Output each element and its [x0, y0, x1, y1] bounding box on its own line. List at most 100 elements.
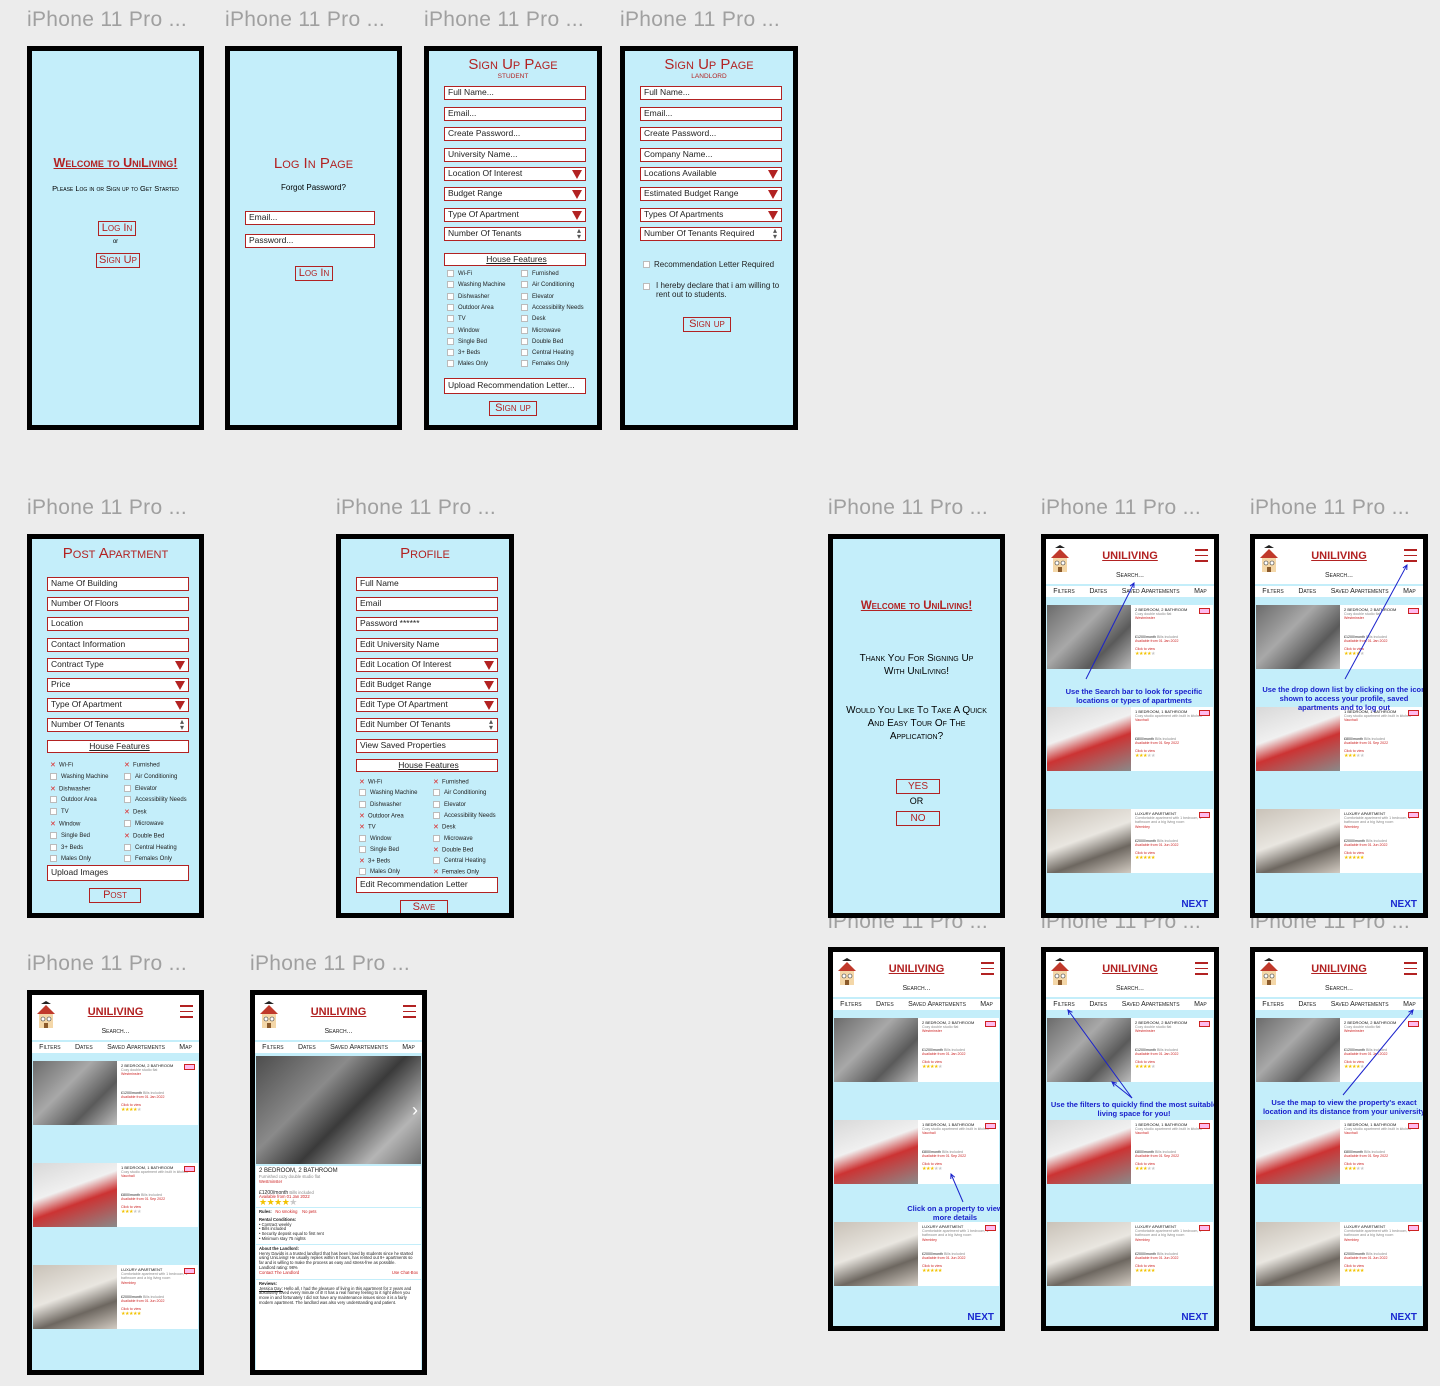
nav-map[interactable]: Map: [179, 1044, 192, 1051]
nav-filters[interactable]: Filters: [1053, 588, 1075, 595]
listing-view-link[interactable]: Click to view: [1344, 749, 1364, 754]
search-input[interactable]: Search...: [101, 1028, 130, 1035]
listing-view-link[interactable]: Click to view: [1344, 1264, 1364, 1269]
listing-photo[interactable]: [1047, 605, 1131, 669]
listing-card[interactable]: 2 BEDROOM, 2 BATHROOM Cozy double studio…: [33, 1061, 198, 1125]
listing-card[interactable]: 1 BEDROOM, 1 BATHROOM Cozy studio apartm…: [1256, 707, 1422, 771]
signup-submit-button[interactable]: Sign up: [683, 317, 731, 332]
password-field[interactable]: Create Password...: [444, 127, 586, 141]
save-badge-icon[interactable]: [1408, 608, 1419, 614]
nav-dates[interactable]: Dates: [1089, 1001, 1108, 1008]
feature-checkbox[interactable]: ✕Outdoor Area: [359, 812, 404, 820]
menu-icon[interactable]: [403, 1005, 416, 1019]
feature-checkbox[interactable]: ✕Dishwasher: [50, 785, 90, 793]
email-field[interactable]: Email...: [640, 107, 782, 121]
feature-checkbox[interactable]: Air Conditioning: [521, 281, 574, 288]
form-field[interactable]: Password ******: [356, 617, 498, 632]
form-field[interactable]: Number Of Floors: [47, 597, 189, 612]
nav-map[interactable]: Map: [1194, 588, 1207, 595]
recommendation-checkbox[interactable]: Recommendation Letter Required: [643, 260, 774, 269]
listing-photo[interactable]: [33, 1061, 117, 1125]
tenants-stepper[interactable]: Number Of Tenants Required▴▾: [640, 227, 782, 241]
search-input[interactable]: Search...: [1324, 572, 1353, 579]
feature-checkbox[interactable]: Outdoor Area: [447, 303, 494, 311]
feature-checkbox[interactable]: Males Only: [447, 360, 488, 367]
feature-checkbox[interactable]: Accessibility Needs: [124, 796, 187, 803]
nav-map[interactable]: Map: [980, 1001, 993, 1008]
form-field[interactable]: Location: [47, 617, 189, 632]
feature-checkbox[interactable]: Microwave: [521, 326, 561, 334]
feature-checkbox[interactable]: Washing Machine: [359, 789, 417, 796]
form-field[interactable]: Price: [47, 678, 189, 692]
listing-card[interactable]: LUXURY APARTMENT Comfortable apartment w…: [834, 1222, 999, 1286]
save-badge-icon[interactable]: [184, 1064, 195, 1070]
feature-checkbox[interactable]: Dishwasher: [359, 800, 401, 808]
nav-dates[interactable]: Dates: [297, 1044, 316, 1051]
listing-photo[interactable]: [834, 1222, 918, 1286]
listing-photo[interactable]: [1256, 605, 1340, 669]
feature-checkbox[interactable]: Females Only: [521, 360, 569, 367]
forgot-password-link[interactable]: Forgot Password?: [281, 183, 346, 192]
nav-map[interactable]: Map: [1403, 588, 1416, 595]
save-badge-icon[interactable]: [985, 1123, 996, 1129]
feature-checkbox[interactable]: Window: [359, 834, 391, 842]
listing-photo[interactable]: [1047, 1018, 1131, 1082]
nav-map[interactable]: Map: [1403, 1001, 1416, 1008]
feature-checkbox[interactable]: ✕Window: [50, 820, 80, 828]
upload-images-field[interactable]: Upload Images: [47, 865, 189, 881]
signup-submit-button[interactable]: Sign up: [489, 401, 537, 416]
listing-view-link[interactable]: Click to view: [121, 1103, 141, 1108]
search-input[interactable]: Search...: [1115, 572, 1144, 579]
password-field[interactable]: Create Password...: [640, 127, 782, 141]
listing-view-link[interactable]: Click to view: [1135, 1162, 1155, 1167]
feature-checkbox[interactable]: ✕Furnished: [433, 778, 469, 786]
post-button[interactable]: Post: [89, 888, 141, 903]
listing-photo[interactable]: [1256, 1120, 1340, 1184]
next-photo-icon[interactable]: ›: [412, 1100, 418, 1120]
save-badge-icon[interactable]: [1408, 1225, 1419, 1231]
save-badge-icon[interactable]: [985, 1021, 996, 1027]
save-badge-icon[interactable]: [184, 1166, 195, 1172]
menu-icon[interactable]: [1404, 549, 1417, 563]
nav-dates[interactable]: Dates: [875, 1001, 894, 1008]
next-button[interactable]: NEXT: [1390, 1312, 1417, 1323]
feature-checkbox[interactable]: ✕Females Only: [433, 868, 479, 876]
form-field[interactable]: View Saved Properties: [356, 738, 498, 753]
feature-checkbox[interactable]: ✕TV: [359, 823, 376, 831]
listing-card[interactable]: 2 BEDROOM, 2 BATHROOM Cozy double studio…: [1256, 605, 1422, 669]
menu-icon[interactable]: [1195, 549, 1208, 563]
listing-view-link[interactable]: Click to view: [922, 1264, 942, 1269]
full-name-field[interactable]: Full Name...: [444, 86, 586, 100]
locations-dropdown[interactable]: Locations Available: [640, 167, 782, 181]
next-button[interactable]: NEXT: [1181, 899, 1208, 910]
listing-card[interactable]: 1 BEDROOM, 1 BATHROOM Cozy studio apartm…: [1047, 707, 1213, 771]
feature-checkbox[interactable]: ✕Double Bed: [124, 832, 164, 840]
feature-checkbox[interactable]: Window: [447, 326, 479, 334]
listing-view-link[interactable]: Click to view: [922, 1060, 942, 1065]
form-field[interactable]: Edit Location Of Interest: [356, 657, 498, 672]
feature-checkbox[interactable]: Single Bed: [359, 845, 399, 853]
save-badge-icon[interactable]: [1199, 1021, 1210, 1027]
edit-letter-field[interactable]: Edit Recommendation Letter: [356, 877, 498, 893]
nav-dates[interactable]: Dates: [1089, 588, 1108, 595]
listing-card[interactable]: LUXURY APARTMENT Comfortable apartment w…: [1047, 1222, 1213, 1286]
feature-checkbox[interactable]: Accessibility Needs: [433, 811, 496, 819]
next-button[interactable]: NEXT: [1181, 1312, 1208, 1323]
next-button[interactable]: NEXT: [967, 1312, 994, 1323]
company-field[interactable]: Company Name...: [640, 148, 782, 162]
budget-dropdown[interactable]: Estimated Budget Range: [640, 187, 782, 201]
nav-filters[interactable]: Filters: [1262, 1001, 1284, 1008]
feature-checkbox[interactable]: ✕Desk: [433, 823, 456, 831]
menu-icon[interactable]: [180, 1005, 193, 1019]
feature-checkbox[interactable]: Air Conditioning: [124, 772, 177, 780]
feature-checkbox[interactable]: Dishwasher: [447, 292, 489, 300]
nav-filters[interactable]: Filters: [262, 1044, 284, 1051]
tenants-stepper[interactable]: Number Of Tenants▴▾: [444, 227, 586, 241]
listing-card[interactable]: LUXURY APARTMENT Comfortable apartment w…: [1047, 809, 1213, 873]
feature-checkbox[interactable]: Air Conditioning: [433, 789, 486, 796]
budget-dropdown[interactable]: Budget Range: [444, 187, 586, 201]
apartment-types-dropdown[interactable]: Types Of Apartments: [640, 208, 782, 222]
nav-saved[interactable]: Saved Apartements: [107, 1044, 165, 1051]
save-badge-icon[interactable]: [184, 1268, 195, 1274]
feature-checkbox[interactable]: Microwave: [124, 820, 164, 827]
